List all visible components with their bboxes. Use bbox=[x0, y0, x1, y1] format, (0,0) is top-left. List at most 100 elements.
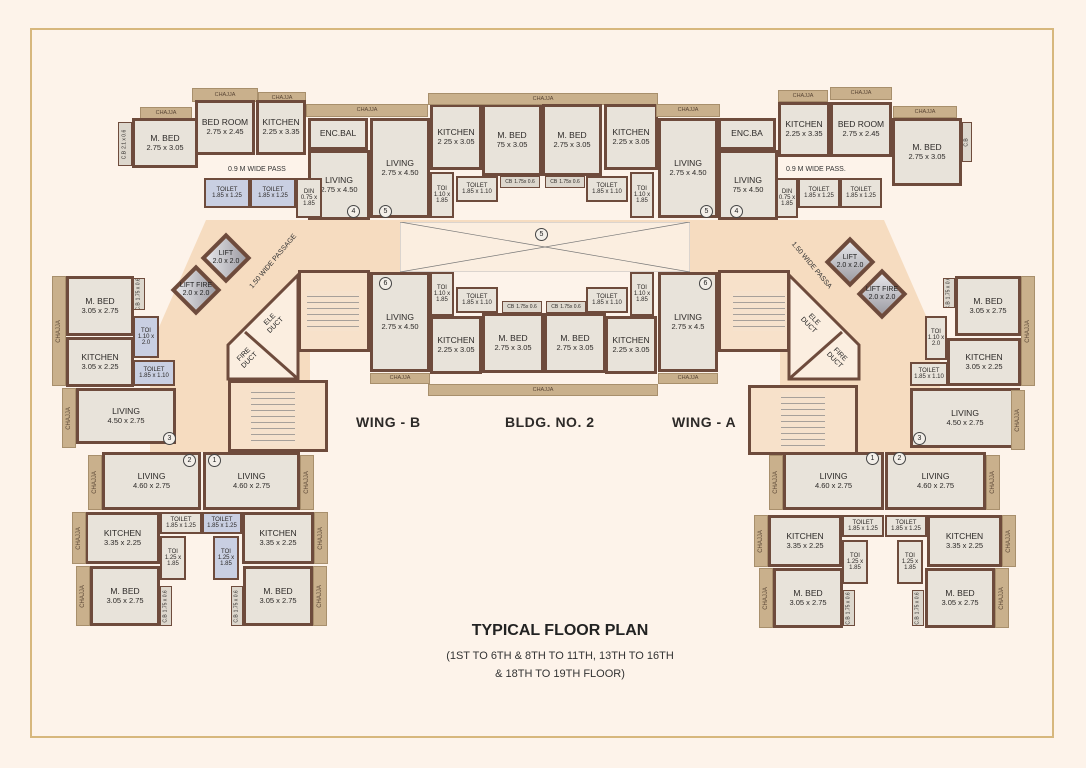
room-enc-ba: ENC.BA bbox=[718, 118, 776, 150]
room-size: 2.25 x 3.35 bbox=[262, 127, 300, 137]
room-size: 4.50 x 2.75 bbox=[107, 415, 145, 425]
room-name: DIN bbox=[781, 188, 793, 195]
plan-title: TYPICAL FLOOR PLAN bbox=[471, 622, 649, 639]
room-size: 75 x 4.50 bbox=[732, 184, 764, 194]
room-size: 2.75 x 3.05 bbox=[494, 342, 532, 352]
room-size: 3.35 x 2.25 bbox=[103, 537, 142, 547]
room-name: CHAJJA bbox=[532, 95, 554, 102]
room-name: CHAJJA bbox=[214, 91, 236, 98]
room-name: KITCHEN bbox=[262, 117, 300, 128]
room-size: 3.05 x 2.75 bbox=[81, 305, 119, 315]
room-name: KITCHEN bbox=[103, 527, 142, 538]
room-name: TOILET bbox=[808, 186, 830, 193]
room-size: 1.75 x 0.6 bbox=[162, 589, 169, 612]
room-name: TOI bbox=[141, 327, 151, 334]
room-size: 3.05 x 2.75 bbox=[941, 597, 979, 607]
room-name: TOILET bbox=[850, 186, 872, 193]
flat-number-marker: 6 bbox=[699, 277, 712, 290]
room-name: LIVING bbox=[674, 311, 702, 322]
room-name: CB bbox=[505, 178, 513, 185]
staircase-a-upper bbox=[718, 270, 790, 352]
flat-number-marker: 1 bbox=[208, 454, 221, 467]
room-size: 3.05 x 2.75 bbox=[789, 597, 827, 607]
room-size: 1.10 x 2.0 bbox=[137, 333, 155, 347]
room-name: CHAJJA bbox=[389, 375, 411, 382]
room-chajja: CHAJJA bbox=[76, 566, 90, 626]
stair-steps bbox=[251, 387, 295, 445]
room-size: 2.75 x 2.45 bbox=[206, 127, 244, 137]
room-name: TOILET bbox=[466, 182, 488, 189]
room-size: 1.10 x 1.85 bbox=[433, 290, 451, 304]
lift-fire-b: LIFT FIRE 2.0 x 2.0 bbox=[174, 272, 218, 308]
flat-number-marker: 1 bbox=[866, 452, 879, 465]
flat-number-marker: 3 bbox=[913, 432, 926, 445]
room-chajja: CHAJJA bbox=[759, 568, 773, 628]
room-name: KITCHEN bbox=[612, 126, 650, 137]
room-size: 2.25 x 3.05 bbox=[437, 344, 475, 354]
room-name: BED ROOM bbox=[837, 119, 885, 130]
room-size: 1.75 x 0.6 bbox=[845, 591, 852, 614]
room-name: C.B bbox=[135, 301, 142, 310]
room-size: 3.35 x 2.25 bbox=[259, 537, 297, 547]
room-chajja: CHAJJA bbox=[1011, 390, 1025, 450]
room-name: TOI bbox=[637, 185, 647, 192]
room-name: M. BED bbox=[560, 332, 590, 343]
room-name: M. BED bbox=[945, 587, 975, 598]
lift-size: 2.0 x 2.0 bbox=[836, 262, 864, 269]
flat-number-marker: 5 bbox=[700, 205, 713, 218]
room-name: TOILET bbox=[466, 293, 488, 300]
room-chajja: CHAJJA bbox=[656, 104, 720, 117]
room-name: C.B bbox=[121, 150, 128, 159]
room-name: M. BED bbox=[498, 332, 528, 343]
room-size: 3.05 x 2.75 bbox=[969, 305, 1007, 315]
room-size: 1.10 x 2.0 bbox=[927, 334, 945, 348]
flat-number-marker: 2 bbox=[893, 452, 906, 465]
room-chajja: CHAJJA bbox=[88, 455, 102, 510]
room-name: TOILET bbox=[852, 519, 874, 526]
room-name: M. BED bbox=[973, 295, 1003, 306]
lift-fire-a: LIFT FIRE 2.0 x 2.0 bbox=[860, 276, 904, 312]
room-chajja: CHAJJA bbox=[306, 104, 428, 117]
room-name: CHAJJA bbox=[317, 526, 324, 550]
room-size: 2.75 x 4.50 bbox=[669, 167, 707, 177]
room-size: 1.25 x 1.85 bbox=[901, 558, 919, 572]
duct-shaft-b bbox=[226, 272, 300, 381]
room-chajja: CHAJJA bbox=[52, 276, 66, 386]
room-enc-bal: ENC.BAL bbox=[308, 118, 368, 150]
lift-size: 2.0 x 2.0 bbox=[182, 290, 210, 297]
room-name: CHAJJA bbox=[55, 319, 62, 343]
room-chajja: CHAJJA bbox=[1021, 276, 1035, 386]
lift-name: LIFT bbox=[218, 250, 234, 258]
room-name: KITCHEN bbox=[437, 334, 475, 345]
lift-name: LIFT FIRE bbox=[179, 282, 213, 290]
room-name: TOI bbox=[637, 284, 647, 291]
room-size: 1.10 x 1.85 bbox=[633, 290, 651, 304]
room-name: TOILET bbox=[262, 186, 284, 193]
room-chajja: CHAJJA bbox=[428, 384, 658, 396]
room-name: CHAJJA bbox=[762, 586, 769, 610]
room-name: CHAJJA bbox=[792, 92, 814, 99]
